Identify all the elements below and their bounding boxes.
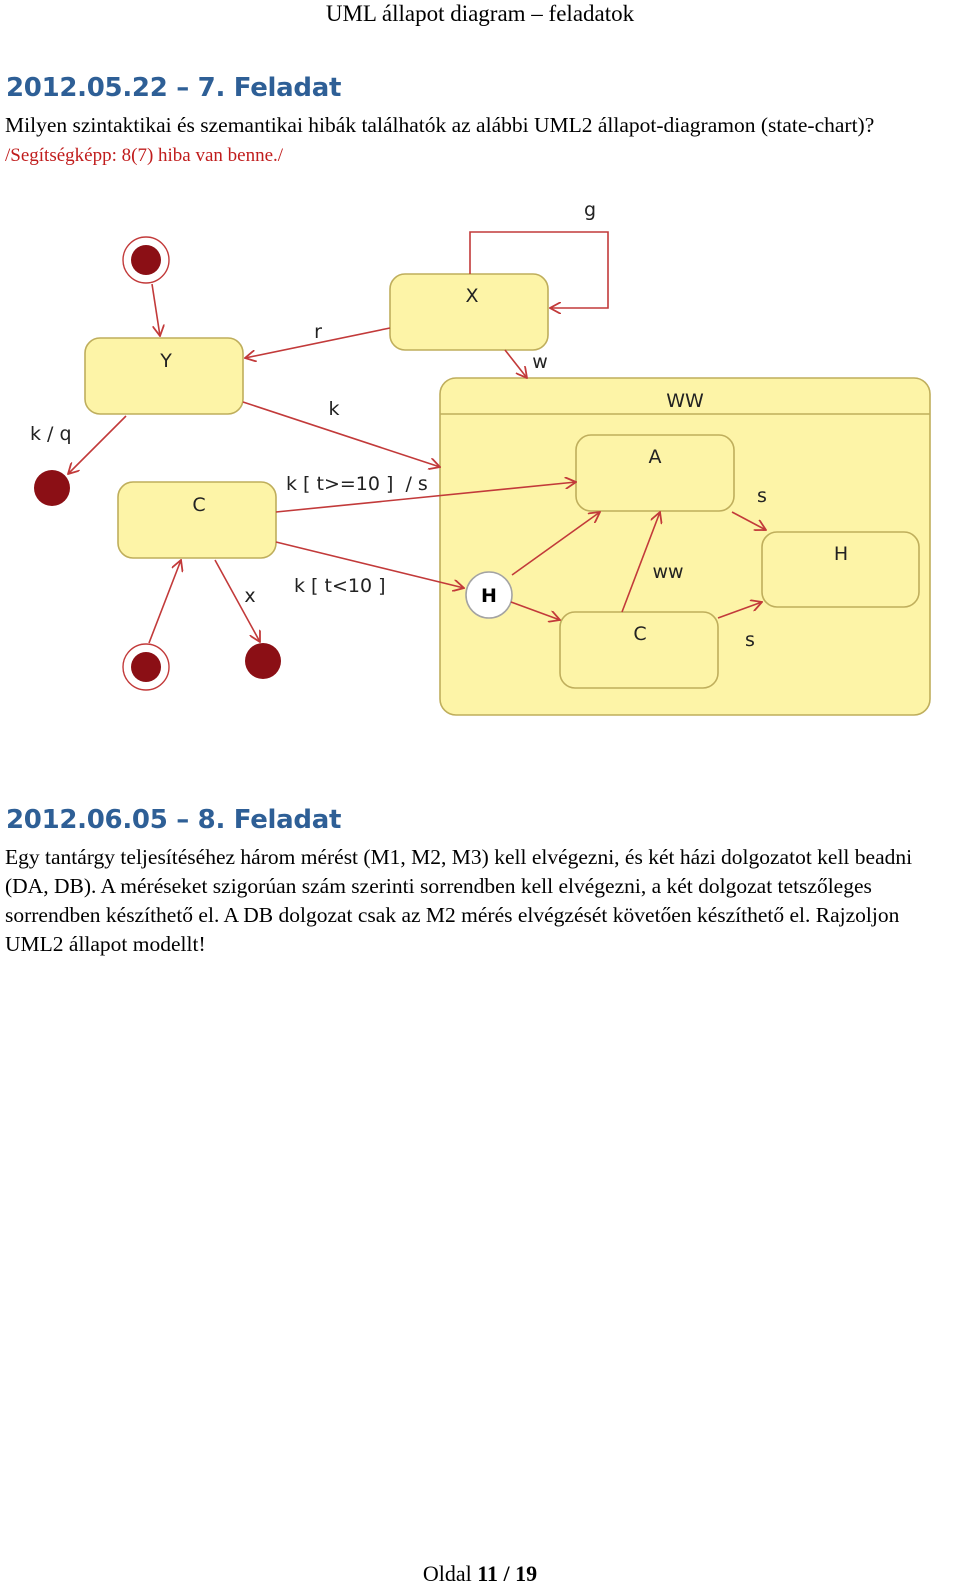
footer-current-page: 11 — [477, 1561, 499, 1586]
task7-heading: 2012.05.22 – 7. Feladat — [6, 73, 342, 103]
state-y — [84, 337, 244, 415]
transition-ww — [621, 512, 660, 613]
page-footer: Oldal 11 / 19 — [0, 1561, 960, 1587]
state-a-label: A — [649, 446, 662, 468]
state-c — [117, 481, 277, 559]
transition-r — [245, 327, 391, 358]
state-c-inner-label: C — [633, 623, 646, 645]
label-ww: ww — [652, 561, 683, 583]
transition-x — [214, 559, 260, 642]
label-s-top: s — [757, 485, 767, 507]
transition-kge10 — [275, 482, 576, 513]
initial-state-bottom-dot — [131, 652, 161, 682]
task8-text: Egy tantárgy teljesítéséhez három mérést… — [5, 845, 913, 956]
state-h — [761, 531, 920, 608]
state-x — [389, 273, 549, 351]
footer-separator: / — [498, 1561, 516, 1586]
state-diagram: WW X Y C A H C H g r w k k / q k — [30, 199, 931, 716]
label-kge10: k [ t>=10 ] / s — [286, 473, 428, 495]
task7-text: Milyen szintaktikai és szemantikai hibák… — [5, 111, 945, 170]
label-k: k — [328, 398, 339, 420]
label-x: x — [244, 585, 255, 607]
label-w: w — [532, 351, 548, 373]
transition-s-top — [731, 511, 766, 530]
state-c-label: C — [192, 494, 205, 516]
task8-heading: 2012.06.05 – 8. Feladat — [6, 805, 342, 835]
task7-hint: /Segítségképp: 8(7) hiba van benne./ — [5, 145, 284, 166]
final-state-left — [34, 470, 70, 506]
transition-h-c — [510, 601, 560, 620]
transition-klt10 — [275, 541, 464, 588]
state-h-label: H — [834, 543, 848, 565]
state-x-label: X — [465, 285, 478, 307]
history-pseudostate — [465, 571, 513, 619]
transition-s-bottom — [717, 602, 762, 619]
state-ww-label: WW — [666, 390, 704, 412]
final-state-bottom — [245, 643, 281, 679]
transition-w — [504, 349, 527, 378]
transition-initial-c — [148, 560, 181, 644]
label-r: r — [314, 321, 322, 343]
label-kq: k / q — [30, 423, 72, 445]
label-g: g — [584, 199, 596, 221]
footer-label: Oldal — [422, 1561, 478, 1586]
transition-initial-y — [151, 283, 160, 336]
state-y-label: Y — [159, 350, 172, 372]
transition-kq — [68, 415, 127, 474]
history-label: H — [481, 585, 497, 607]
label-klt10: k [ t<10 ] — [294, 575, 386, 597]
transition-h-a — [511, 512, 600, 576]
state-c-inner — [559, 611, 719, 689]
initial-state-top-dot — [131, 245, 161, 275]
label-s-bottom: s — [745, 629, 755, 651]
task7-question: Milyen szintaktikai és szemantikai hibák… — [5, 113, 875, 137]
transition-g — [469, 231, 609, 308]
footer-total-pages: 19 — [515, 1561, 538, 1586]
running-header: UML állapot diagram – feladatok — [325, 1, 635, 26]
transition-k — [242, 401, 440, 467]
